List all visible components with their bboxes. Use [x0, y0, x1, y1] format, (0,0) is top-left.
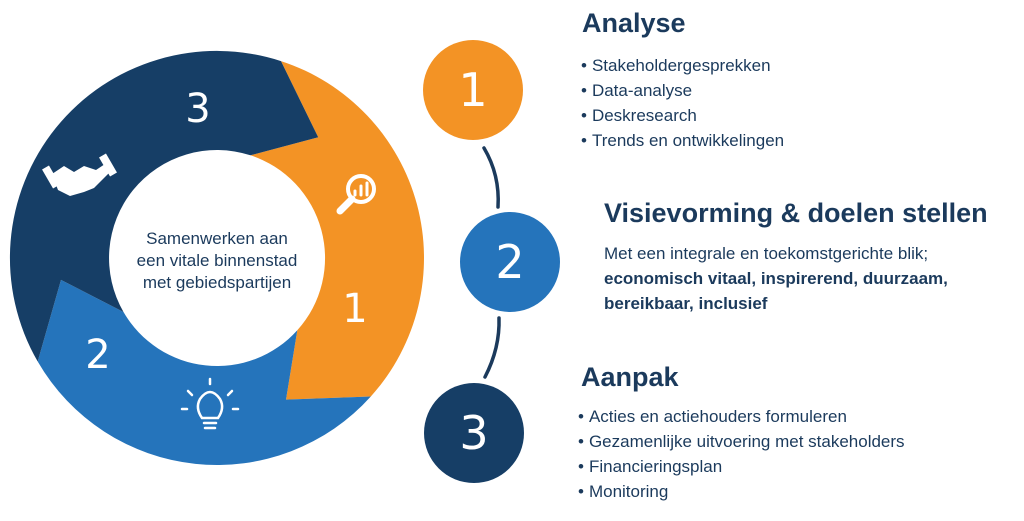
list-item: Data-analyse — [581, 78, 784, 103]
step-1-title: Analyse — [582, 8, 686, 38]
connector-2-3 — [483, 316, 501, 379]
step-2-bold-line-1: economisch vitaal, inspirerend, duurzaam… — [604, 269, 948, 288]
list-item: Financieringsplan — [578, 454, 905, 479]
center-line-3: met gebiedspartijen — [142, 273, 292, 292]
lightbulb-icon — [180, 377, 240, 430]
step-3-badge: 3 — [424, 383, 524, 483]
step-2-bold-line-2: bereikbaar, inclusief — [604, 294, 768, 313]
handshake-icon — [42, 153, 117, 196]
step-3-list: Acties en actiehouders formuleren Gezame… — [578, 404, 905, 504]
step-1-badge: 1 — [423, 40, 523, 140]
list-item: Stakeholdergesprekken — [581, 53, 784, 78]
step-2-title: Visievorming & doelen stellen — [604, 198, 988, 228]
segment-3-number: 3 — [185, 86, 210, 132]
list-item: Trends en ontwikkelingen — [581, 128, 784, 153]
list-item: Acties en actiehouders formuleren — [578, 404, 905, 429]
list-item: Monitoring — [578, 479, 905, 504]
step-3-title: Aanpak — [581, 362, 679, 392]
segment-1-number: 1 — [342, 286, 367, 332]
center-line-1: Samenwerken aan — [146, 229, 288, 248]
step-2-description: Met een integrale en toekomstgerichte bl… — [604, 241, 1024, 316]
center-line-2: een vitale binnenstad — [136, 251, 298, 270]
cycle-center-text: Samenwerken aan een vitale binnenstad me… — [118, 228, 316, 294]
list-item: Deskresearch — [581, 103, 784, 128]
step-2-intro: Met een integrale en toekomstgerichte bl… — [604, 244, 929, 263]
step-2-badge: 2 — [460, 212, 560, 312]
list-item: Gezamenlijke uitvoering met stakeholders — [578, 429, 905, 454]
segment-2-number: 2 — [85, 332, 110, 378]
segment-2-visievorming — [37, 279, 371, 465]
cycle-diagram: 1 2 3 — [9, 50, 424, 465]
segment-3-aanpak — [9, 50, 319, 362]
analytics-magnifier-icon — [336, 174, 376, 215]
segment-1-analyse — [250, 61, 424, 400]
step-1-list: Stakeholdergesprekken Data-analyse Deskr… — [581, 53, 784, 153]
connector-1-2 — [482, 146, 500, 209]
